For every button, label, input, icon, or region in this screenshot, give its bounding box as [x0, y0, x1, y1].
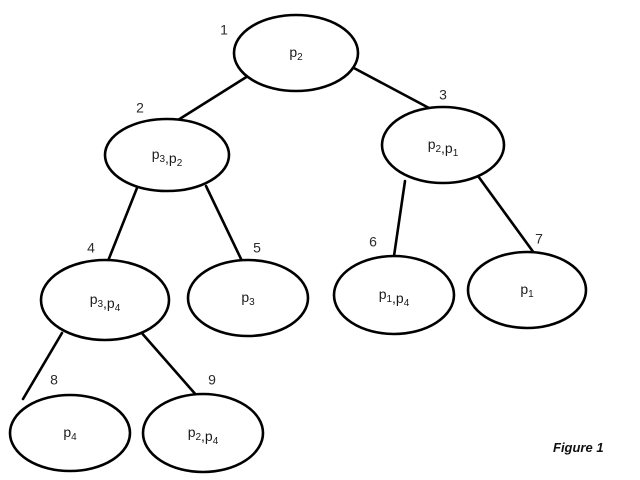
tree-node-5[interactable]: p3 — [186, 258, 310, 338]
node-number-4: 4 — [87, 240, 95, 256]
node-number-6: 6 — [369, 234, 377, 250]
node-ellipse-1 — [232, 13, 360, 93]
tree-node-7[interactable]: p1 — [466, 250, 588, 330]
node-ellipse-8 — [8, 393, 132, 473]
node-ellipse-9 — [141, 392, 265, 474]
node-label-8: p4 — [63, 424, 77, 443]
node-label-3: p2,p1 — [428, 136, 459, 159]
nodes-group: p2 p3,p2 p2,p1 p3,p4 p3 p1,p4 p1 p4 p2,p4 — [8, 13, 588, 474]
node-label-9: p2,p4 — [188, 424, 219, 447]
tree-edge-4-8 — [21, 331, 64, 401]
tree-node-4[interactable]: p3,p4 — [39, 258, 171, 342]
node-numbers-group: 1 2 3 4 5 6 7 8 9 — [50, 22, 543, 388]
node-ellipse-4 — [39, 258, 171, 342]
node-label-7: p1 — [520, 281, 534, 300]
node-ellipse-2 — [103, 117, 231, 193]
node-number-8: 8 — [50, 372, 58, 388]
tree-edge-3-6 — [392, 179, 407, 258]
tree-edge-3-7 — [476, 174, 536, 255]
tree-edge-2-5 — [204, 184, 244, 263]
tree-edge-4-9 — [138, 329, 199, 398]
edges-group — [21, 65, 536, 401]
tree-node-6[interactable]: p1,p4 — [332, 254, 456, 336]
node-number-2: 2 — [136, 100, 144, 116]
node-ellipse-5 — [186, 258, 310, 338]
figure-caption: Figure 1 — [553, 440, 604, 455]
tree-edge-2-4 — [106, 186, 139, 263]
tree-node-8[interactable]: p4 — [8, 393, 132, 473]
node-label-4: p3,p4 — [90, 291, 121, 314]
node-number-3: 3 — [439, 87, 447, 103]
tree-node-9[interactable]: p2,p4 — [141, 392, 265, 474]
node-number-9: 9 — [208, 372, 216, 388]
node-ellipse-7 — [466, 250, 588, 330]
node-label-5: p3 — [241, 289, 255, 308]
node-number-1: 1 — [220, 22, 228, 38]
node-number-5: 5 — [253, 240, 261, 256]
node-number-7: 7 — [535, 231, 543, 247]
tree-node-1[interactable]: p2 — [232, 13, 360, 93]
tree-edge-1-2 — [176, 74, 250, 122]
tree-node-3[interactable]: p2,p1 — [380, 105, 506, 185]
tree-edge-1-3 — [350, 65, 431, 110]
node-ellipse-6 — [332, 254, 456, 336]
tree-node-2[interactable]: p3,p2 — [103, 117, 231, 193]
node-label-2: p3,p2 — [152, 146, 183, 169]
node-label-1: p2 — [289, 44, 303, 63]
node-ellipse-3 — [380, 105, 506, 185]
node-label-6: p1,p4 — [379, 286, 410, 309]
